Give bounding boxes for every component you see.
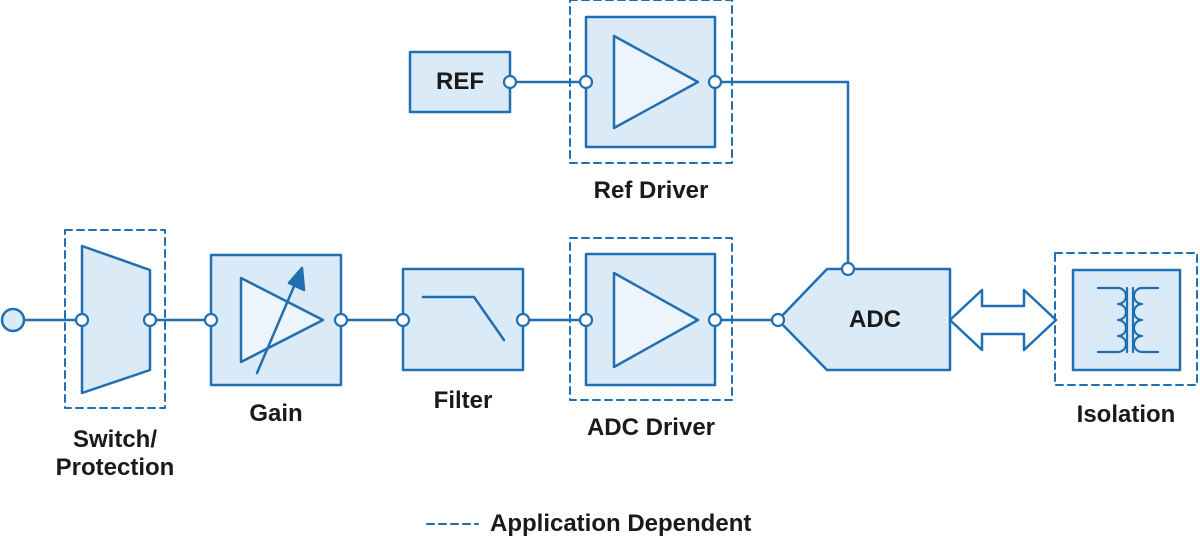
input-terminal-icon[interactable]	[0, 307, 26, 333]
switch-protection-dashed-box	[64, 229, 166, 409]
switch-label-line2: Protection	[55, 454, 175, 481]
bidirectional-arrow-icon	[948, 288, 1058, 352]
ref-amplifier-icon	[612, 34, 700, 130]
ref-driver-label: Ref Driver	[593, 177, 709, 204]
gain-label: Gain	[249, 400, 303, 427]
mux-switch-icon[interactable]	[80, 244, 152, 395]
adc-block-label: ADC	[849, 306, 901, 333]
transformer-icon	[1096, 286, 1160, 354]
lowpass-filter-icon	[421, 295, 506, 342]
ref-block-label: REF	[436, 68, 484, 95]
adc-driver-dashed-box	[569, 237, 733, 401]
filter-block[interactable]	[401, 267, 525, 372]
variable-gain-arrowhead-icon	[287, 266, 306, 292]
connection-nodes	[74, 74, 856, 328]
switch-label-line1: Switch/	[72, 426, 157, 453]
legend-label: Application Dependent	[490, 510, 752, 537]
variable-gain-arrow-shaft	[255, 275, 300, 375]
wire-refdriver-adc	[713, 80, 850, 270]
ref-driver-dashed-box	[569, 0, 733, 164]
isolation-label: Isolation	[1076, 401, 1176, 428]
filter-label: Filter	[433, 387, 493, 414]
switch-protection-label: Switch/ Protection	[35, 426, 195, 482]
ref-block[interactable]	[408, 50, 512, 114]
amplifier-icon	[612, 271, 700, 369]
isolation-dashed-box	[1054, 252, 1198, 386]
adc-driver-label: ADC Driver	[586, 414, 716, 441]
variable-gain-amplifier-icon	[239, 276, 325, 364]
